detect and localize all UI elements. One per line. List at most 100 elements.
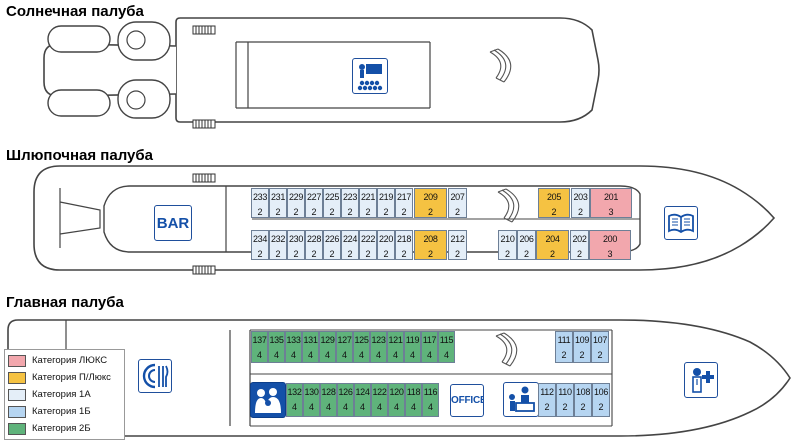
- cabin-number: 133: [286, 335, 301, 345]
- cabin-berths: 2: [597, 350, 603, 360]
- cabin-219[interactable]: 219 2: [377, 188, 395, 218]
- children-room-icon: [250, 382, 286, 418]
- cabin-berths: 2: [577, 207, 583, 217]
- cabin-berths: 4: [376, 402, 382, 412]
- lifeboat: [47, 89, 111, 117]
- cabin-number: 219: [378, 192, 394, 202]
- cabin-berths: 4: [256, 350, 262, 360]
- cabin-number: 126: [338, 387, 353, 397]
- cabin-number: 201: [603, 192, 619, 202]
- cabin-berths: 2: [293, 249, 299, 259]
- cabin-berths: 2: [504, 249, 510, 259]
- cabin-number: 135: [269, 335, 284, 345]
- cabin-132[interactable]: 132 4: [286, 383, 303, 417]
- library-book-icon: [664, 206, 698, 240]
- cabin-number: 234: [252, 234, 268, 244]
- cabin-berths: 4: [291, 402, 297, 412]
- cabin-number: 128: [321, 387, 336, 397]
- cabin-berths: 2: [383, 207, 389, 217]
- sun-deck-plan: [43, 17, 600, 129]
- cabin-berths: 4: [426, 350, 432, 360]
- cabin-berths: 4: [392, 350, 398, 360]
- cabin-berths: 2: [293, 207, 299, 217]
- cabin-126[interactable]: 126 4: [337, 383, 354, 417]
- cabin-berths: 2: [257, 207, 263, 217]
- legend-label-1a: Категория 1А: [32, 389, 91, 400]
- legend-label-plux: Категория П/Люкс: [32, 372, 111, 383]
- vent-grille: [192, 173, 216, 275]
- cabin-number: 224: [342, 234, 358, 244]
- cabin-number: 202: [572, 234, 587, 244]
- cabin-number: 218: [396, 234, 412, 244]
- cabin-berths: 2: [579, 350, 585, 360]
- cabin-number: 208: [423, 234, 438, 244]
- cabin-berths: 2: [311, 207, 317, 217]
- cabin-218[interactable]: 218 2: [395, 230, 413, 260]
- cabin-berths: 2: [365, 249, 371, 259]
- cabin-number: 117: [422, 335, 437, 345]
- cabin-number: 132: [287, 387, 302, 397]
- cabin-number: 110: [558, 387, 572, 397]
- cabin-berths: 2: [401, 249, 407, 259]
- cabin-number: 210: [500, 234, 515, 244]
- cabin-berths: 3: [608, 207, 614, 217]
- cabin-number: 118: [406, 387, 421, 397]
- cabin-number: 124: [355, 387, 370, 397]
- cabin-117[interactable]: 117 4: [421, 331, 438, 363]
- cabin-berths: 4: [342, 402, 348, 412]
- cabin-210[interactable]: 210 2: [498, 230, 517, 260]
